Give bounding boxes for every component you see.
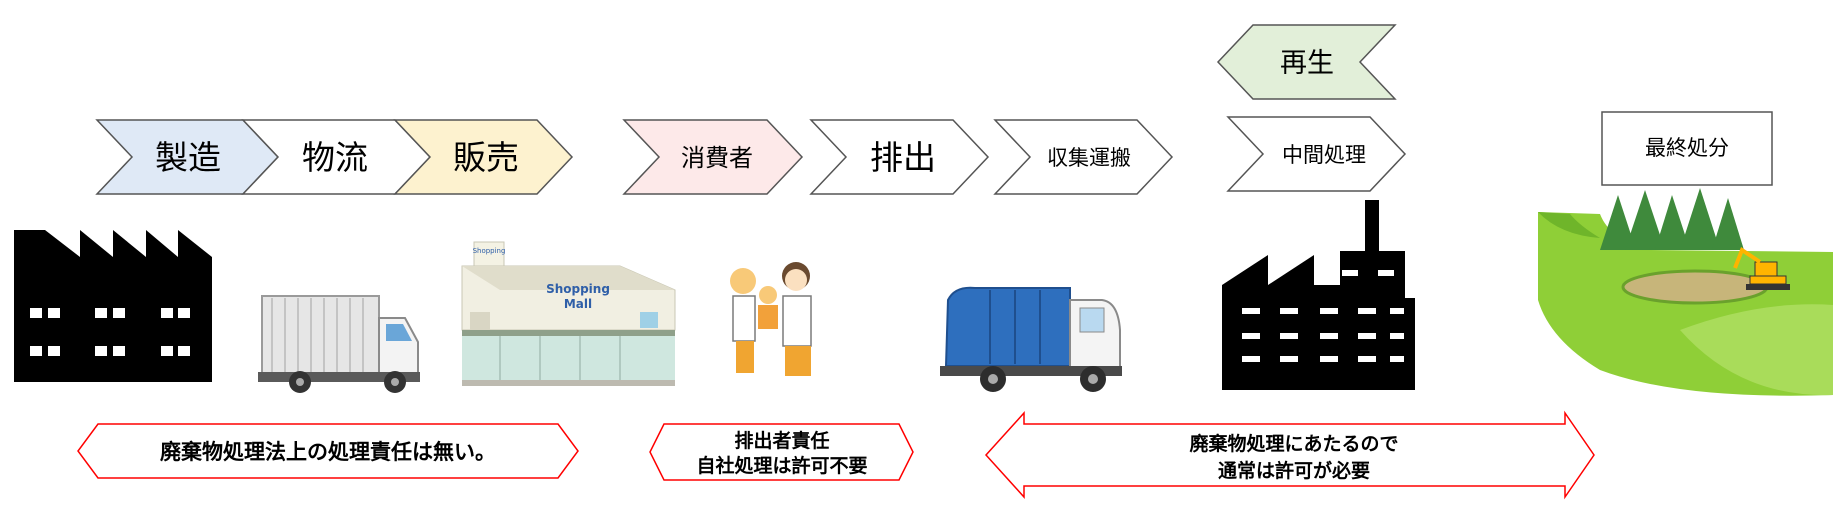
flow-step-sales: 販売 [393, 119, 574, 195]
delivery-truck-icon [258, 295, 420, 393]
flow-step-manufacture: 製造 [95, 119, 280, 195]
intermediate-label: 中間処理 [1282, 143, 1366, 167]
sales-label: 販売 [453, 138, 519, 177]
treatment-plant-icon [1222, 200, 1415, 390]
family-icon [730, 262, 812, 376]
garbage-truck-icon [940, 286, 1122, 392]
shopping-mall-icon: Shopping Shopping Mall [461, 241, 676, 386]
note-discharger-line2: 自社処理は許可不要 [696, 454, 867, 477]
mall-sign-mall: Mall [564, 297, 592, 311]
landfill-icon [1538, 188, 1833, 396]
logistics-label: 物流 [302, 138, 368, 177]
recycle-label: 再生 [1280, 48, 1334, 79]
consumer-label: 消費者 [681, 144, 753, 172]
note-no-responsibility: 廃棄物処理法上の処理責任は無い。 [77, 423, 579, 479]
flow-step-consumer: 消費者 [622, 119, 804, 195]
note-permit-line2: 通常は許可が必要 [1218, 459, 1370, 482]
note-discharger: 排出者責任 自社処理は許可不要 [649, 423, 914, 481]
manufacture-label: 製造 [155, 138, 221, 177]
flow-step-discharge: 排出 [809, 119, 990, 195]
factory-icon [14, 230, 212, 382]
mall-sign-small: Shopping [473, 247, 506, 255]
flow-step-final: 最終処分 [1601, 111, 1773, 186]
collection-label: 収集運搬 [1047, 146, 1131, 170]
flow-step-recycle: 再生 [1216, 24, 1397, 100]
final-label: 最終処分 [1645, 136, 1729, 160]
mall-sign-shopping: Shopping [546, 282, 610, 296]
note-permit-required: 廃棄物処理にあたるので 通常は許可が必要 [984, 410, 1595, 500]
note-permit-line1: 廃棄物処理にあたるので [1189, 432, 1398, 455]
flow-step-intermediate: 中間処理 [1226, 116, 1407, 192]
flow-step-collection: 収集運搬 [993, 119, 1174, 195]
note-no-responsibility-text: 廃棄物処理法上の処理責任は無い。 [160, 440, 496, 464]
discharge-label: 排出 [870, 138, 936, 177]
note-discharger-line1: 排出者責任 [734, 429, 829, 452]
